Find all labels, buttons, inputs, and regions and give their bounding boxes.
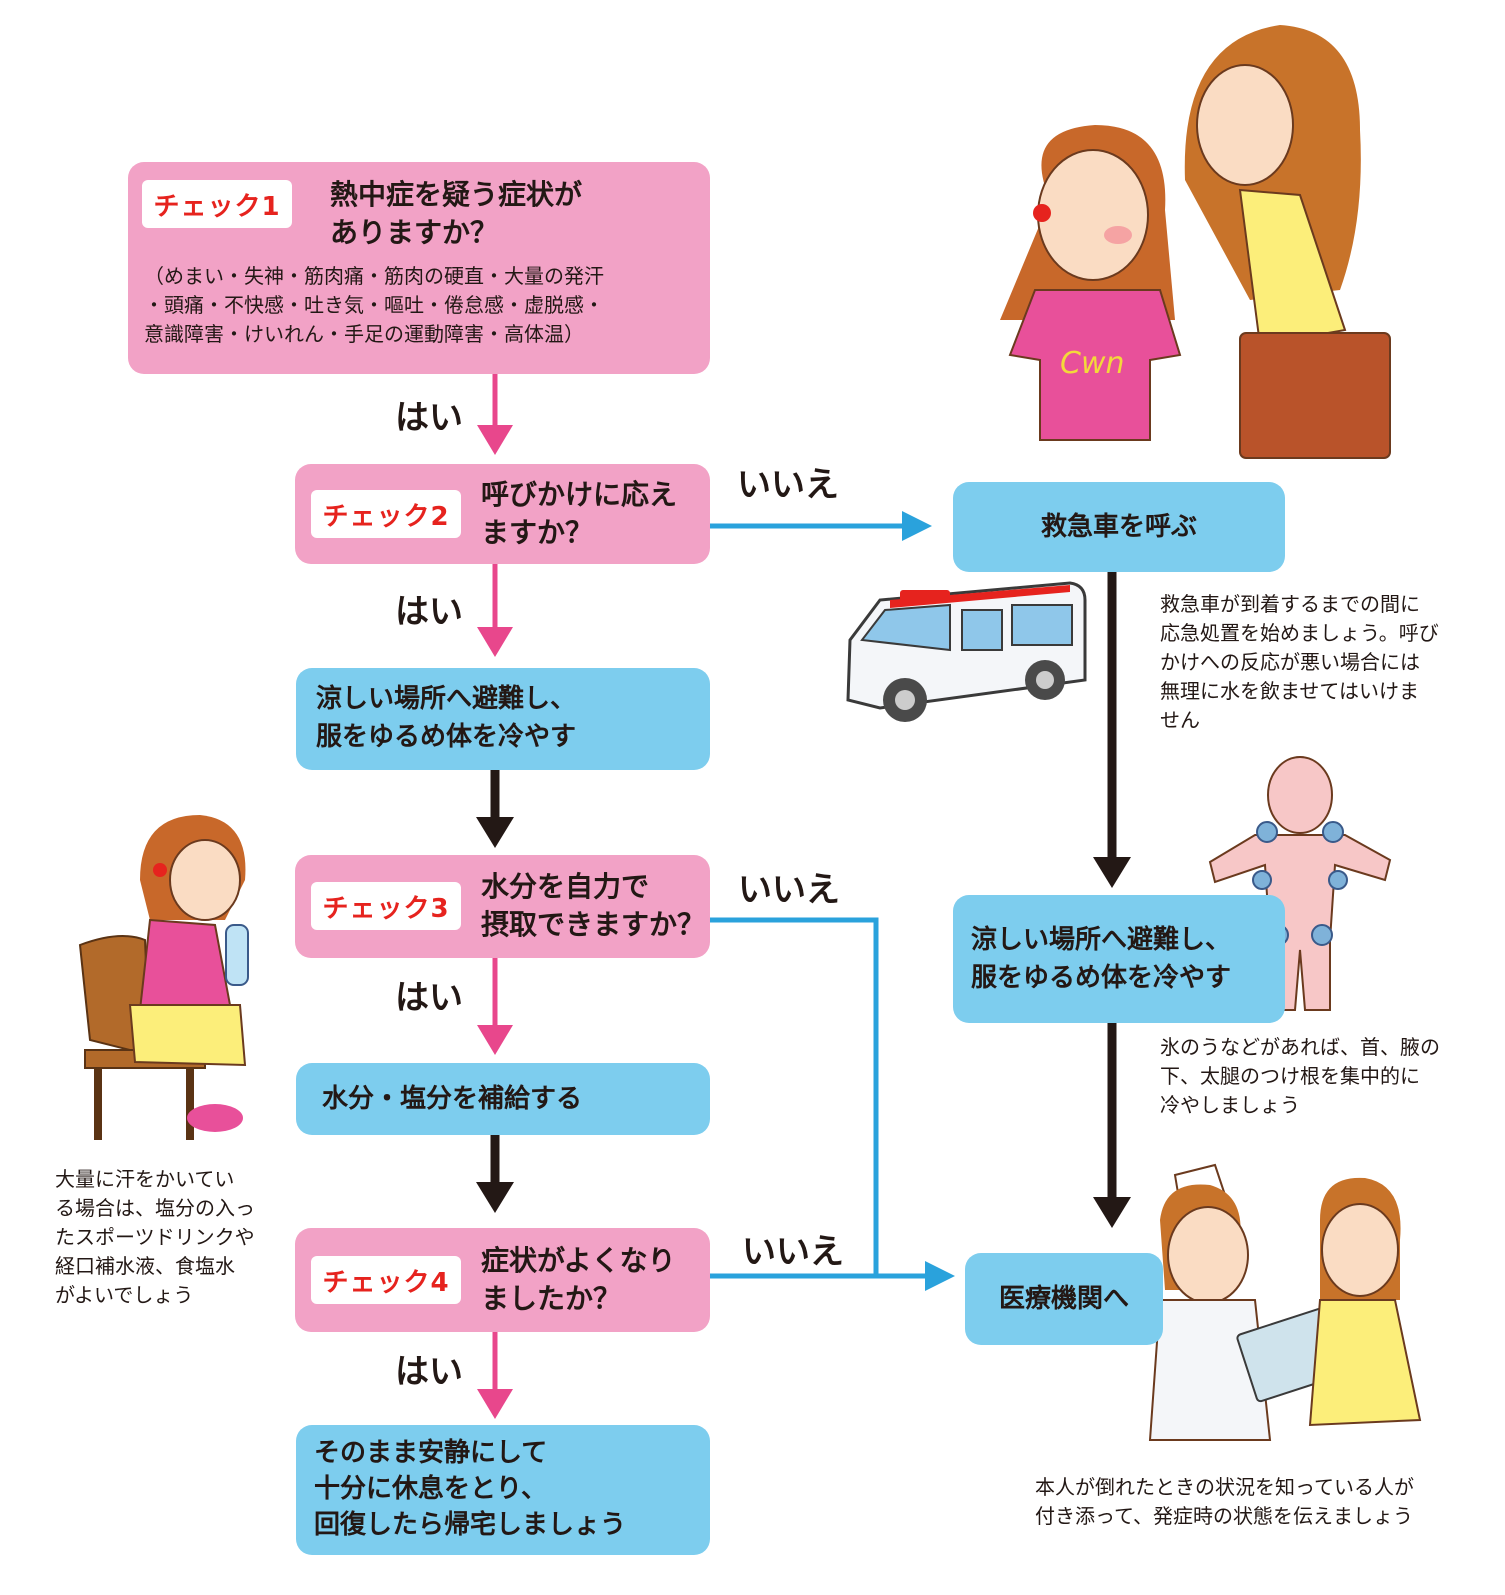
no-arrow-check2 (709, 511, 932, 541)
check1-symptoms: （めまい・失神・筋肉痛・筋肉の硬直・大量の発汗 ・頭痛・不快感・吐き気・嘔吐・倦… (144, 264, 604, 346)
check3-box: チェック3 水分を自力で 摂取できますか？ (295, 855, 710, 958)
check4-question: 症状がよくなり ましたか？ (481, 1244, 676, 1315)
rest-box: そのまま安静にして 十分に休息をとり、 回復したら帰宅しましょう (296, 1425, 710, 1555)
check2-badge: チェック2 (311, 490, 461, 538)
no-label-check3: いいえ (738, 870, 840, 910)
yes-arrow-3 (477, 955, 513, 1055)
yes-label-2: はい (395, 592, 463, 632)
check3-badge: チェック3 (311, 882, 461, 930)
ambulance-note: 救急車が到着するまでの間に 応急処置を始めましょう。呼び かけへの反応が悪い場合… (1160, 592, 1439, 732)
black-arrow-4 (1093, 1020, 1131, 1228)
hospital-text: 医療機関へ (998, 1284, 1129, 1314)
yes-arrow-1 (477, 373, 513, 455)
check4-box: チェック4 症状がよくなり ましたか？ (295, 1228, 710, 1332)
check1-badge: チェック1 (142, 180, 292, 228)
ice-note: 氷のうなどがあれば、首、腋の 下、太腿のつけ根を集中的に 冷やしましょう (1160, 1035, 1440, 1117)
check4-badge: チェック4 (311, 1256, 461, 1304)
hydrate-text: 水分・塩分を補給する (322, 1084, 583, 1114)
no-arrow-check3-check4 (709, 917, 955, 1291)
check2-box: チェック2 呼びかけに応え ますか？ (295, 464, 710, 564)
cool-down-text-left: 涼しい場所へ避難し、 服をゆるめ体を冷やす (316, 684, 577, 752)
call-ambulance-box: 救急車を呼ぶ (953, 482, 1285, 572)
no-label-check4: いいえ (742, 1232, 844, 1272)
yes-label-4: はい (395, 1352, 463, 1392)
hydrate-box: 水分・塩分を補給する (296, 1063, 710, 1135)
body-cooling-illustration (1208, 756, 1392, 1011)
yes-arrow-2 (477, 563, 513, 657)
yes-arrow-4 (477, 1332, 513, 1419)
yes-label-3: はい (395, 978, 463, 1018)
hospital-note: 本人が倒れたときの状況を知っている人が 付き添って、発症時の状態を伝えましょう (1035, 1475, 1414, 1528)
check2-question: 呼びかけに応え ますか？ (481, 478, 678, 549)
check1-question: 熱中症を疑う症状が ありますか？ (330, 178, 583, 249)
cool-down-box-right: 涼しい場所へ避難し、 服をゆるめ体を冷やす (953, 895, 1285, 1023)
check3-question: 水分を自力で 摂取できますか？ (481, 870, 706, 941)
hospital-box: 医療機関へ (965, 1253, 1163, 1345)
nurse-and-woman-illustration (1148, 1163, 1422, 1441)
rest-text: そのまま安静にして 十分に休息をとり、 回復したら帰宅しましょう (314, 1438, 627, 1540)
check1-box: チェック1 熱中症を疑う症状が ありますか？ （めまい・失神・筋肉痛・筋肉の硬直… (128, 162, 710, 374)
sweat-note: 大量に汗をかいてい る場合は、塩分の入っ たスポーツドリンクや 経口補水液、食塩… (55, 1167, 255, 1307)
black-arrow-3 (1093, 572, 1131, 888)
girl-and-mother-illustration: Cwn (1000, 25, 1391, 459)
no-label-check2: いいえ (737, 465, 839, 505)
ambulance-illustration (846, 581, 1087, 722)
girl-drinking-illustration (78, 815, 249, 1140)
black-arrow-2 (476, 1132, 514, 1213)
black-arrow-1 (476, 770, 514, 848)
svg-text:Cwn: Cwn (1060, 346, 1125, 381)
cool-down-box-left: 涼しい場所へ避難し、 服をゆるめ体を冷やす (296, 668, 710, 770)
call-ambulance-text: 救急車を呼ぶ (1040, 512, 1197, 542)
cool-down-text-right: 涼しい場所へ避難し、 服をゆるめ体を冷やす (971, 925, 1232, 993)
yes-label-1: はい (395, 398, 463, 438)
